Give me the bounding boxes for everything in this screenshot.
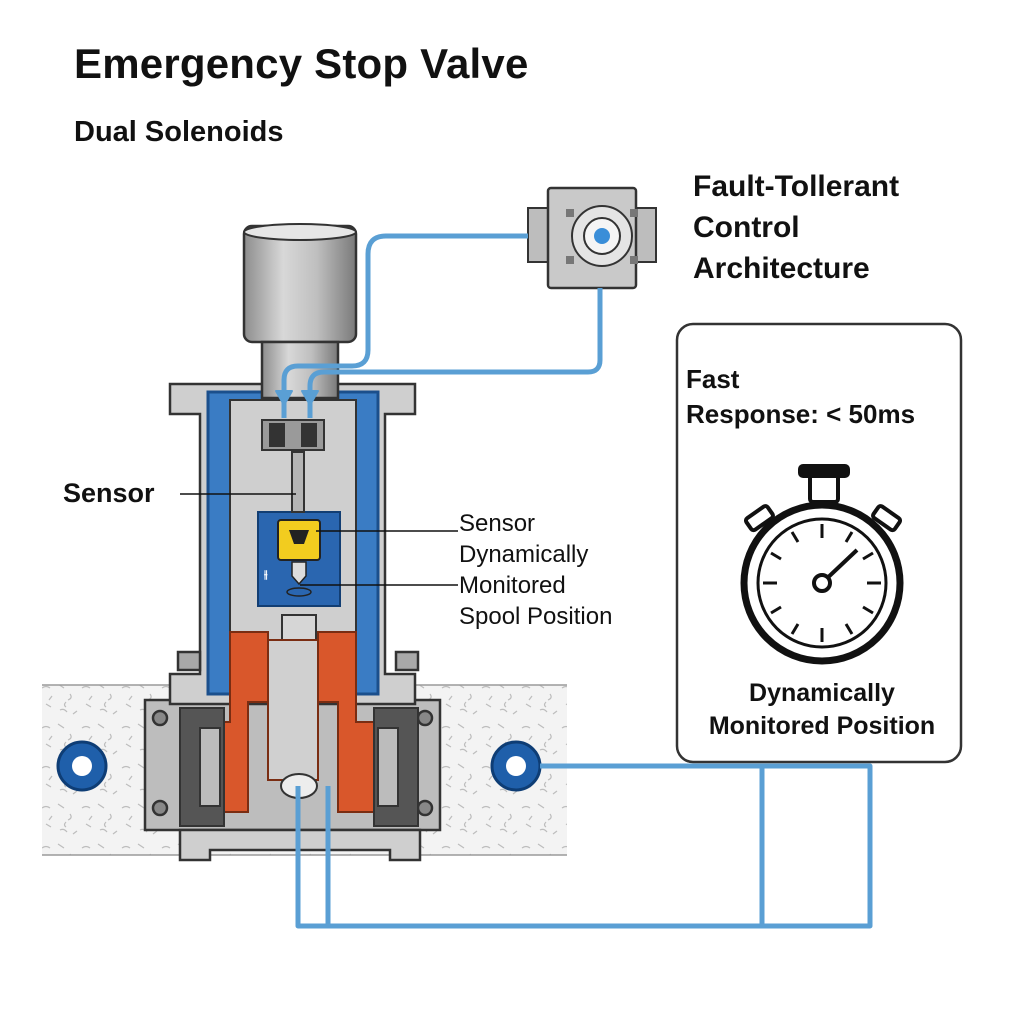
response-heading-line: Response: < 50ms bbox=[686, 399, 916, 429]
port-ring-icon bbox=[56, 740, 108, 792]
sensor-label: Sensor bbox=[63, 478, 155, 508]
stopwatch-icon bbox=[740, 464, 904, 665]
valve-seals bbox=[207, 631, 379, 813]
spool-callout-line: Monitored bbox=[459, 572, 566, 599]
control-architecture-line: Architecture bbox=[693, 252, 870, 285]
control-architecture-label: Fault-Tollerant Control Architecture bbox=[693, 166, 899, 289]
spool-callout-line: Spool Position bbox=[459, 603, 613, 630]
response-footer-line: Dynamically bbox=[749, 679, 895, 707]
response-heading: Fast Response: < 50ms bbox=[686, 362, 915, 432]
spool-callout-line: Sensor bbox=[459, 510, 536, 537]
svg-text:⫲: ⫲ bbox=[264, 569, 268, 581]
control-module-icon bbox=[527, 186, 657, 290]
response-footer: Dynamically Monitored Position bbox=[677, 677, 967, 743]
control-architecture-line: Fault-Tollerant bbox=[693, 170, 900, 203]
page-title: Emergency Stop Valve bbox=[74, 40, 529, 87]
response-footer-line: Monitored Position bbox=[708, 712, 936, 740]
valve-clamps bbox=[179, 707, 419, 827]
control-architecture-line: Control bbox=[693, 211, 800, 244]
signal-wiring bbox=[275, 233, 873, 929]
spool-callout-line: Dynamically bbox=[459, 541, 589, 568]
sensor-chip-icon: ⫲ bbox=[264, 519, 321, 597]
spool-callout: Sensor Dynamically Monitored Spool Posit… bbox=[459, 508, 612, 632]
callout-leaders bbox=[180, 493, 458, 586]
response-heading-line: Fast bbox=[686, 364, 740, 394]
port-ring-icon bbox=[490, 740, 542, 792]
page-subtitle: Dual Solenoids bbox=[74, 116, 284, 148]
solenoid-actuator-icon bbox=[242, 223, 358, 400]
